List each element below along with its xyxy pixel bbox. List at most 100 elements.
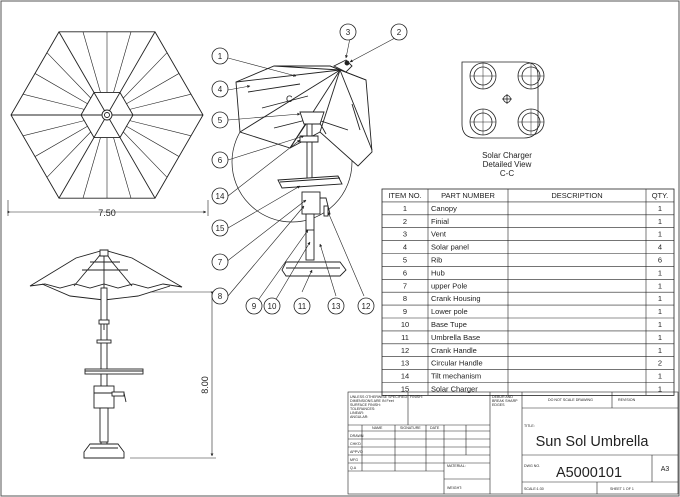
- balloon-label: 4: [218, 85, 223, 94]
- bom-row: 13 Circular Handle 2: [401, 359, 662, 368]
- balloon-label: 12: [362, 302, 371, 311]
- balloon-4: 4: [211, 80, 229, 98]
- bom-part-number: Vent: [431, 230, 447, 239]
- tb-note-4: TOLERANCES:: [350, 407, 375, 411]
- front-view: [29, 249, 183, 459]
- tb-revision: REVISION: [618, 398, 636, 402]
- bom-qty: 1: [658, 307, 662, 316]
- bom-part-number: Base Tupe: [431, 320, 467, 329]
- height-dimension: [130, 291, 216, 459]
- balloon-6: 6: [211, 151, 229, 169]
- bom-part-number: Tilt mechanism: [431, 372, 481, 381]
- bom-qty: 1: [658, 230, 662, 239]
- balloon-label: 15: [216, 224, 225, 233]
- tb-col-signature: SIGNATURE: [400, 426, 421, 430]
- balloon-14: 14: [211, 187, 229, 205]
- balloon-label: 10: [268, 302, 277, 311]
- balloon-label: 11: [298, 302, 307, 311]
- balloon-8: 8: [211, 287, 229, 305]
- balloon-label: 13: [332, 302, 341, 311]
- balloon-leaders: [225, 37, 396, 307]
- balloon-15: 15: [211, 219, 229, 237]
- balloon-label: 5: [218, 116, 223, 125]
- tb-role-chkd: CHK'D: [350, 442, 361, 446]
- bom-part-number: Canopy: [431, 204, 457, 213]
- bom-qty: 1: [658, 385, 662, 394]
- balloon-10: 10: [263, 297, 281, 315]
- bom-qty: 4: [658, 243, 662, 252]
- tb-deburr-1: DEBUR AND: [492, 395, 513, 399]
- detail-caption-1: Solar Charger: [482, 151, 532, 160]
- bom-header: ITEM NO.: [388, 191, 421, 200]
- bom-part-number: Solar Charger: [431, 385, 478, 394]
- bom-item-no: 2: [403, 217, 407, 226]
- tb-note-3: SURFACE FINISH:: [350, 403, 381, 407]
- bom-row: 2 Finial 1: [403, 217, 662, 226]
- bom-item-no: 10: [401, 320, 409, 329]
- bom-qty: 1: [658, 217, 662, 226]
- tb-dwg-label: DWG NO.: [524, 464, 540, 468]
- height-dimension-label: 8.00: [200, 376, 210, 394]
- tb-material: MATERIAL:: [447, 464, 466, 468]
- bom-item-no: 11: [401, 333, 409, 342]
- balloon-1: 1: [211, 47, 229, 65]
- bom-qty: 1: [658, 320, 662, 329]
- bom-item-no: 12: [401, 346, 409, 355]
- bom-part-number: Circular Handle: [431, 359, 483, 368]
- tb-scale: SCALE:1:30: [524, 487, 544, 491]
- tb-do-not-scale: DO NOT SCALE DRAWING: [548, 398, 593, 402]
- bom-qty: 1: [658, 204, 662, 213]
- top-view: [10, 31, 204, 199]
- tb-finish: FINISH:: [410, 395, 423, 399]
- tb-role-drawn: DRAWN: [350, 434, 364, 438]
- balloon-12: 12: [357, 297, 375, 315]
- tb-note-6: ANGULAR:: [350, 415, 368, 419]
- bom-row: 4 Solar panel 4: [403, 243, 662, 252]
- bom-part-number: Hub: [431, 268, 445, 277]
- bom-qty: 1: [658, 268, 662, 277]
- balloon-label: 14: [216, 192, 225, 201]
- drawing-number: A5000101: [556, 465, 622, 481]
- bom-qty: 2: [658, 359, 662, 368]
- balloon-13: 13: [327, 297, 345, 315]
- bom-part-number: Solar panel: [431, 243, 469, 252]
- bom-row: 10 Base Tupe 1: [401, 320, 662, 329]
- tb-col-name: NAME: [372, 426, 383, 430]
- tb-weight: WEIGHT:: [447, 486, 462, 490]
- drawing-title: Sun Sol Umbrella: [536, 434, 650, 450]
- title-block: [347, 391, 679, 495]
- bom-item-no: 3: [403, 230, 407, 239]
- balloon-3: 3: [339, 23, 357, 41]
- bom-qty: 1: [658, 333, 662, 342]
- bom-item-no: 13: [401, 359, 409, 368]
- bom-qty: 1: [658, 372, 662, 381]
- bom-part-number: Crank Handle: [431, 346, 477, 355]
- bom-part-number: Finial: [431, 217, 449, 226]
- bom-part-number: Rib: [431, 256, 442, 265]
- bom-header: PART NUMBER: [441, 191, 495, 200]
- tb-col-date: DATE: [430, 426, 440, 430]
- balloon-label: 2: [397, 28, 402, 37]
- bom-part-number: Lower pole: [431, 307, 468, 316]
- balloon-2: 2: [390, 23, 408, 41]
- tb-sheet: SHEET 1 OF 1: [610, 487, 634, 491]
- bom-qty: 1: [658, 294, 662, 303]
- tb-title-label: TITLE:: [524, 424, 535, 428]
- balloon-7: 7: [211, 253, 229, 271]
- bom-item-no: 4: [403, 243, 407, 252]
- balloon-5: 5: [211, 111, 229, 129]
- balloon-label: 9: [252, 302, 257, 311]
- tb-deburr-2: BREAK SHARP: [492, 399, 518, 403]
- bom-item-no: 9: [403, 307, 407, 316]
- tb-note-2: DIMENSIONS ARE IN Feet: [350, 399, 394, 403]
